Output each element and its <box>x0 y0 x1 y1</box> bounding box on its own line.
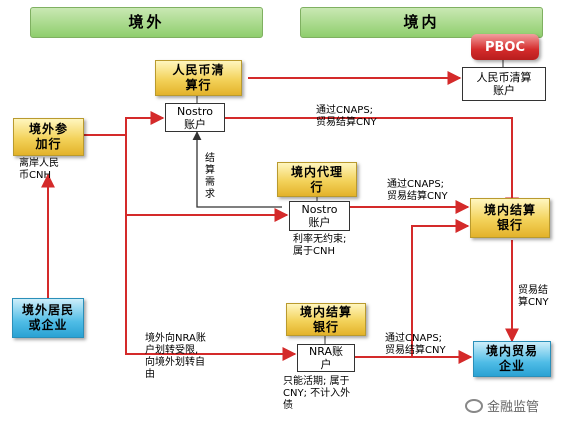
domestic-settlement-bank-right: 境内结算 银行 <box>470 198 550 238</box>
overseas-participant-bank: 境外参 加行 <box>13 118 84 156</box>
label-nra-transfer: 境外向NRA账 户划转受限, 向境外划转自 由 <box>145 333 206 380</box>
nostro-account-agent: Nostro 账户 <box>289 201 350 231</box>
label-settlement-demand: 结 算 需 求 <box>205 153 215 200</box>
nostro-account-clearing: Nostro 账户 <box>165 103 225 132</box>
header-overseas: 境外 <box>30 7 263 38</box>
nra-account: NRA账 户 <box>297 344 355 372</box>
overseas-resident-or-enterprise: 境外居民 或企业 <box>12 298 84 338</box>
pboc-clearing-account: 人民币清算 账户 <box>462 67 546 101</box>
pboc-node: PBOC <box>471 34 539 60</box>
domestic-trade-enterprise: 境内贸易 企业 <box>473 341 551 377</box>
header-domestic: 境内 <box>300 7 543 38</box>
wechat-icon <box>465 399 483 413</box>
label-trade-settlement: 贸易结 算CNY <box>518 285 549 308</box>
domestic-agent-bank: 境内代理 行 <box>277 162 357 197</box>
label-nra-note: 只能活期; 属于 CNY; 不计入外 债 <box>283 376 351 411</box>
watermark-text: 金融监管 <box>487 400 540 415</box>
label-cnaps-mid: 通过CNAPS; 贸易结算CNY <box>387 179 448 202</box>
label-hold-cnh: 离岸人民 币CNH <box>19 158 59 181</box>
label-rate-note: 利率无约束; 属于CNH <box>293 234 347 257</box>
arrow-nostro1-to-settlement-bank <box>225 117 519 212</box>
label-cnaps-top: 通过CNAPS; 贸易结算CNY <box>316 105 377 128</box>
arrow-participant-to-nostro1 <box>84 111 165 136</box>
domestic-settlement-bank-bottom: 境内结算 银行 <box>286 303 366 336</box>
arrow-trunk-to-nra <box>125 215 297 361</box>
rmb-clearing-bank: 人民币清 算行 <box>155 60 242 96</box>
arrow-agent-to-nostro1 <box>192 131 282 208</box>
label-cnaps-bottom: 通过CNAPS; 贸易结算CNY <box>385 333 446 356</box>
